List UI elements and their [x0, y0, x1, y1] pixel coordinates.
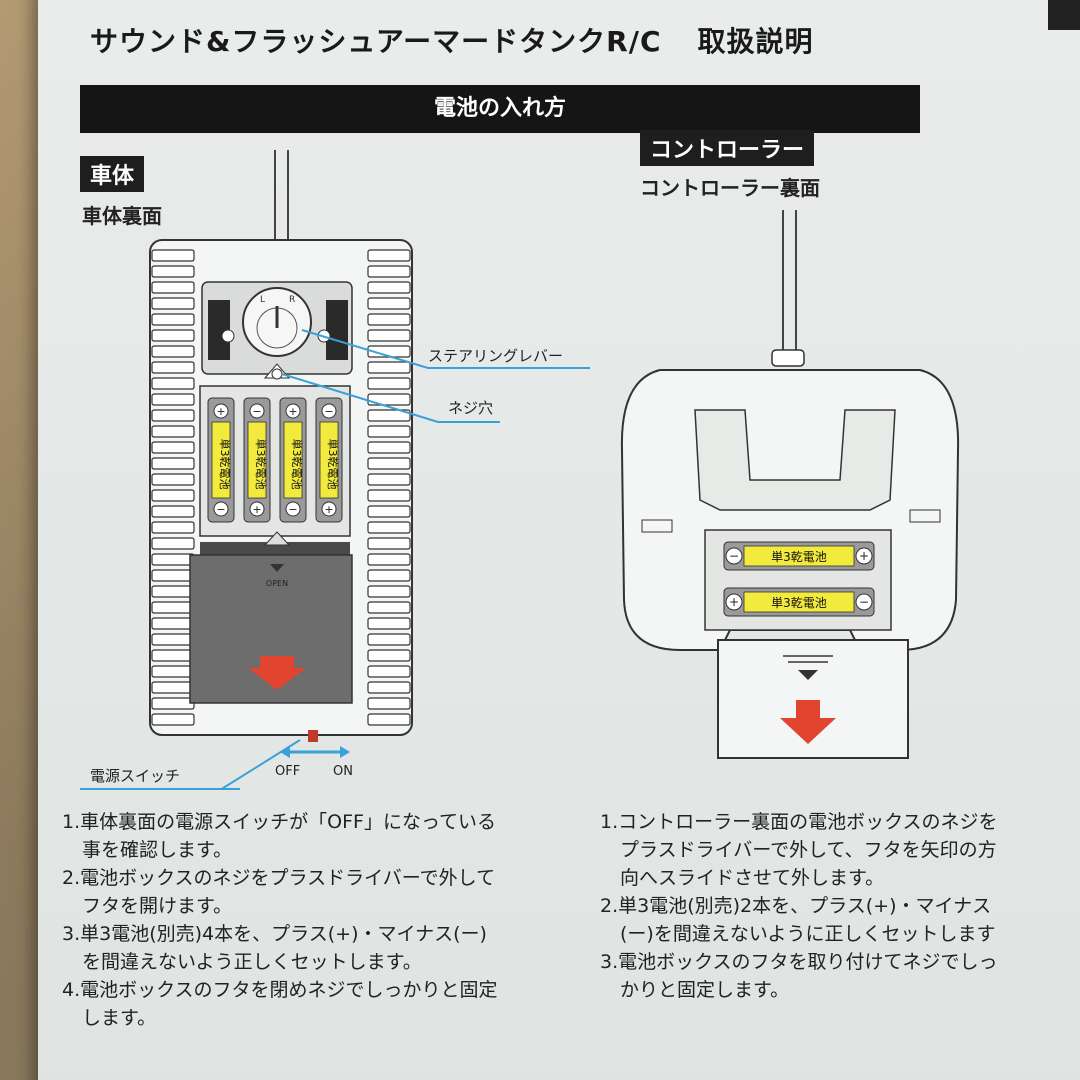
screw-callout-line — [281, 373, 500, 423]
switch-off-label: OFF — [275, 764, 300, 779]
switch-callout: 電源スイッチ — [90, 767, 181, 785]
left-track — [151, 249, 195, 726]
steering-callout-line — [301, 329, 590, 369]
battery-polarity: − — [324, 405, 333, 418]
svg-text:R: R — [289, 295, 295, 305]
battery-polarity: − — [859, 595, 869, 609]
vehicle-battery: − + 単3乾電池 — [243, 397, 271, 523]
page-title: サウンド&フラッシュアーマードタンクR/C 取扱説明 — [90, 20, 814, 60]
corner-tab — [1048, 0, 1080, 30]
switch-callout-underline — [80, 788, 240, 790]
battery-label: 単3乾電池 — [254, 439, 268, 490]
vehicle-battery: − + 単3乾電池 — [315, 397, 343, 523]
vehicle-step-3: 3.単3電池(別売)4本を、プラス(+)・マイナス(ー) — [62, 923, 487, 945]
controller-step-1-cont-a: プラスドライバーで外して、フタを矢印の方 — [620, 839, 997, 861]
section-band: 電池の入れ方 — [80, 85, 920, 133]
battery-polarity: − — [288, 503, 297, 516]
controller-step-3-cont: かりと固定します。 — [620, 979, 790, 1001]
battery-label: 単3乾電池 — [218, 439, 232, 490]
controller-step-2-cont: (ー)を間違えないように正しくセットします — [620, 923, 996, 945]
battery-polarity: + — [288, 405, 297, 418]
slide-arrow — [780, 700, 836, 744]
open-label: OPEN — [266, 579, 288, 588]
switch-callout-line — [219, 739, 301, 790]
controller-steps: 1.コントローラー裏面の電池ボックスのネジを プラスドライバーで外して、フタを矢… — [600, 808, 998, 1004]
battery-polarity: + — [324, 503, 333, 516]
vehicle-heading: 車体裏面 — [82, 204, 162, 228]
controller-battery: + − 単3乾電池 — [723, 587, 875, 617]
vehicle-battery: + − 単3乾電池 — [207, 397, 235, 523]
battery-polarity: − — [729, 549, 739, 563]
vehicle-step-4-cont: します。 — [82, 1007, 157, 1029]
battery-polarity: − — [216, 503, 225, 516]
product-title: サウンド&フラッシュアーマードタンクR/C — [90, 25, 662, 58]
vehicle-tag: 車体 — [80, 156, 145, 192]
vehicle-diagram: L R + − 単3乾電池 − + 単3乾電池 + − 単3乾電池 − + 単3乾電池 OPEN — [149, 150, 590, 790]
battery-lid: OPEN — [189, 531, 353, 704]
controller-tag: コントローラー — [640, 130, 815, 166]
title-manual: 取扱説明 — [697, 25, 814, 58]
battery-polarity: + — [216, 405, 225, 418]
battery-polarity: + — [252, 503, 261, 516]
vehicle-step-3-cont: を間違えないよう正しくセットします。 — [82, 951, 422, 973]
battery-label: 単3乾電池 — [326, 439, 340, 490]
vehicle-battery: + − 単3乾電池 — [279, 397, 307, 523]
vehicle-step-2: 2.電池ボックスのネジをプラスドライバーで外して — [62, 867, 496, 889]
battery-polarity: + — [729, 595, 739, 609]
controller-step-3: 3.電池ボックスのフタを取り付けてネジでしっ — [600, 951, 998, 973]
controller-heading: コントローラー裏面 — [640, 176, 820, 200]
switch-on-label: ON — [333, 764, 353, 779]
steering-callout: ステアリングレバー — [428, 347, 564, 365]
vehicle-step-4: 4.電池ボックスのフタを閉めネジでしっかりと固定 — [62, 979, 498, 1001]
battery-polarity: + — [859, 549, 869, 563]
controller-step-1-cont-b: 向へスライドさせて外します。 — [620, 867, 885, 889]
open-arrow — [248, 656, 306, 690]
vehicle-step-1: 1.車体裏面の電源スイッチが「OFF」になっている — [62, 811, 496, 833]
steering-lever: L R — [221, 287, 331, 357]
svg-text:L: L — [260, 295, 265, 305]
controller-step-2: 2.単3電池(別売)2本を、プラス(+)・マイナス — [600, 895, 992, 917]
battery-polarity: − — [252, 405, 261, 418]
controller-battery: − + 単3乾電池 — [723, 541, 875, 571]
battery-label: 単3乾電池 — [771, 550, 827, 564]
vehicle-step-1-cont: 事を確認します。 — [82, 839, 233, 861]
battery-label: 単3乾電池 — [771, 596, 827, 610]
controller-step-1: 1.コントローラー裏面の電池ボックスのネジを — [600, 811, 998, 833]
vehicle-step-2-cont: フタを開けます。 — [82, 895, 233, 917]
right-track — [367, 249, 411, 726]
controller-diagram: − + 単3乾電池 + − 単3乾電池 — [620, 210, 960, 759]
battery-label: 単3乾電池 — [290, 439, 304, 490]
power-switch: OFF ON — [275, 730, 353, 779]
vehicle-steps: 1.車体裏面の電源スイッチが「OFF」になっている 事を確認します。 2.電池ボ… — [62, 808, 498, 1032]
controller-lid — [717, 639, 909, 759]
screw-callout: ネジ穴 — [448, 399, 494, 417]
